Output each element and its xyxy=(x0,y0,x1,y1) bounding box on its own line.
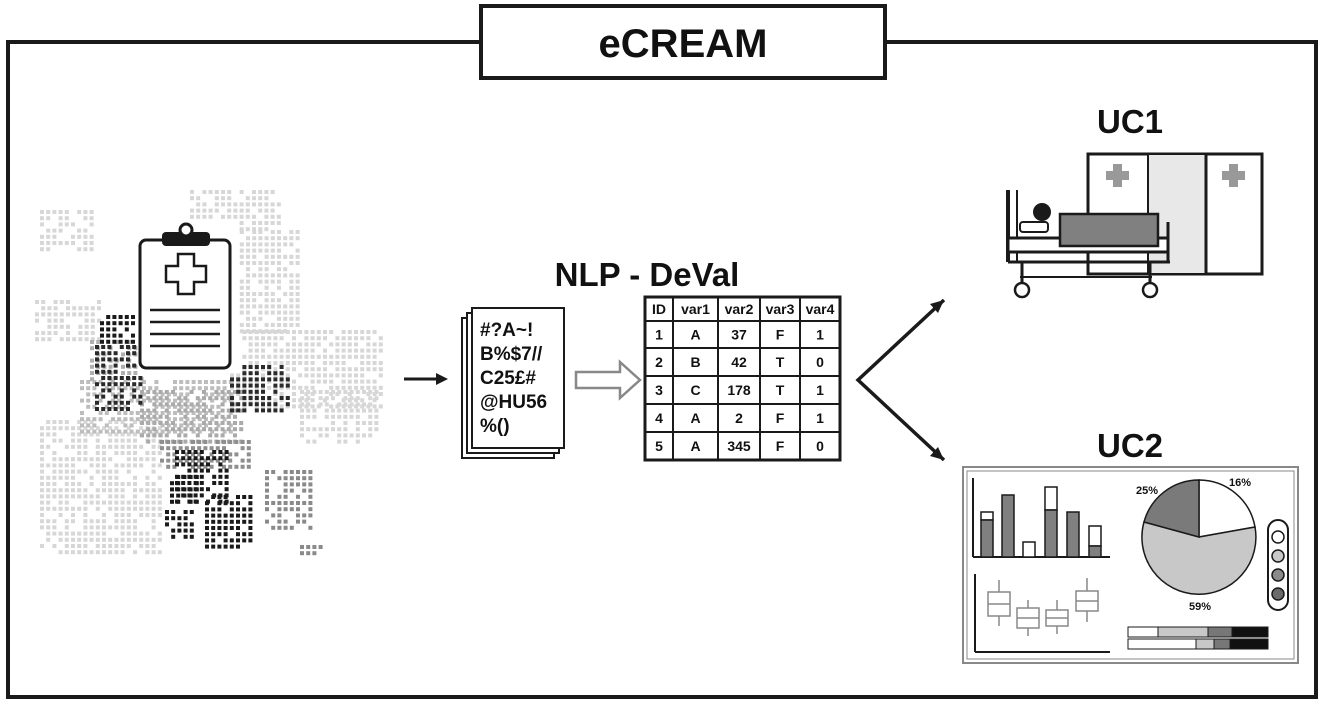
arrow-to-uc1 xyxy=(930,300,944,313)
uc2-label: UC2 xyxy=(1097,427,1163,464)
dashboard-icon: 25% 16% 59% xyxy=(962,466,1299,664)
table-cell-text: 1 xyxy=(816,382,824,398)
table-header-text: var4 xyxy=(806,301,835,317)
table-header-text: ID xyxy=(652,301,666,317)
table-cell-text: 0 xyxy=(816,438,824,454)
branch-arrows xyxy=(855,298,946,462)
table-cell-text: 5 xyxy=(655,438,663,454)
table-cell-text: A xyxy=(690,438,700,454)
table-cell xyxy=(799,347,841,377)
title: eCREAM xyxy=(599,22,768,66)
clipboard-medical-icon xyxy=(138,222,232,370)
documents-icon xyxy=(461,307,565,459)
table-cell xyxy=(717,347,761,377)
table-header-text: var2 xyxy=(725,301,754,317)
table-cell-text: T xyxy=(776,354,785,370)
arrow-to-documents xyxy=(404,373,448,385)
table-cell-text: 2 xyxy=(655,354,663,370)
table-cell-text: F xyxy=(776,410,785,426)
table-cell-text: T xyxy=(776,382,785,398)
table-cell-text: C xyxy=(690,382,700,398)
mini-pie-chart-icon: 25% 16% 59% xyxy=(1136,477,1257,613)
pipeline-label: NLP - DeVal xyxy=(555,256,740,293)
uc1-label: UC1 xyxy=(1097,103,1163,140)
mini-stacked-bars-icon xyxy=(1127,626,1269,650)
table-cell-text: 42 xyxy=(731,354,747,370)
table-cell xyxy=(717,320,761,349)
mini-legend-icon xyxy=(1267,519,1289,611)
raw-text-line: B%$7// xyxy=(480,344,543,365)
table-cell-text: 178 xyxy=(727,382,751,398)
table-cell xyxy=(644,347,674,377)
table-border xyxy=(643,295,842,462)
table-cell-text: 345 xyxy=(727,438,751,454)
table-header-text: var3 xyxy=(766,301,795,317)
table-cell-text: F xyxy=(776,438,785,454)
table-cell-text: 0 xyxy=(816,354,824,370)
table-cell xyxy=(717,431,761,461)
table-cell-text: B xyxy=(690,354,700,370)
table-cell-text: 37 xyxy=(731,327,747,343)
table-cell-text: A xyxy=(690,327,700,343)
table-header-text: var1 xyxy=(681,301,710,317)
mini-boxplot-icon xyxy=(974,574,1110,653)
raw-text-line: C25£# xyxy=(480,368,536,389)
table-cell xyxy=(799,375,841,405)
table-cell-text: 4 xyxy=(655,410,663,426)
pie-label-16: 16% xyxy=(1229,477,1251,489)
pie-label-59: 59% xyxy=(1189,601,1211,613)
table-header-cell xyxy=(644,296,674,322)
table-cell-text: 1 xyxy=(816,410,824,426)
table-cell xyxy=(717,403,761,433)
raw-text-line: #?A~! xyxy=(480,320,533,341)
raw-text: #?A~! B%$7// C25£# @HU56 %() xyxy=(480,320,547,437)
table-cell-text: 1 xyxy=(816,327,824,343)
table-cell xyxy=(672,431,719,461)
table-cell xyxy=(799,403,841,433)
table-cell-text: A xyxy=(690,410,700,426)
raw-text-line: @HU56 xyxy=(480,392,547,413)
hollow-arrow-icon xyxy=(574,359,642,401)
table-cell-text: F xyxy=(776,327,785,343)
table-cell-text: 1 xyxy=(655,327,663,343)
table-cell-text: 3 xyxy=(655,382,663,398)
table-cell xyxy=(759,320,801,349)
hospital-bed-icon xyxy=(1006,152,1264,299)
pie-label-25: 25% xyxy=(1136,485,1158,497)
europe-map-icon xyxy=(35,190,383,556)
mini-bar-chart-icon xyxy=(972,478,1110,558)
table-cell xyxy=(799,431,841,461)
table-cell-text: 2 xyxy=(735,410,743,426)
title-box xyxy=(479,4,887,80)
arrow-to-uc2 xyxy=(930,447,944,460)
raw-text-line: %() xyxy=(480,416,510,437)
